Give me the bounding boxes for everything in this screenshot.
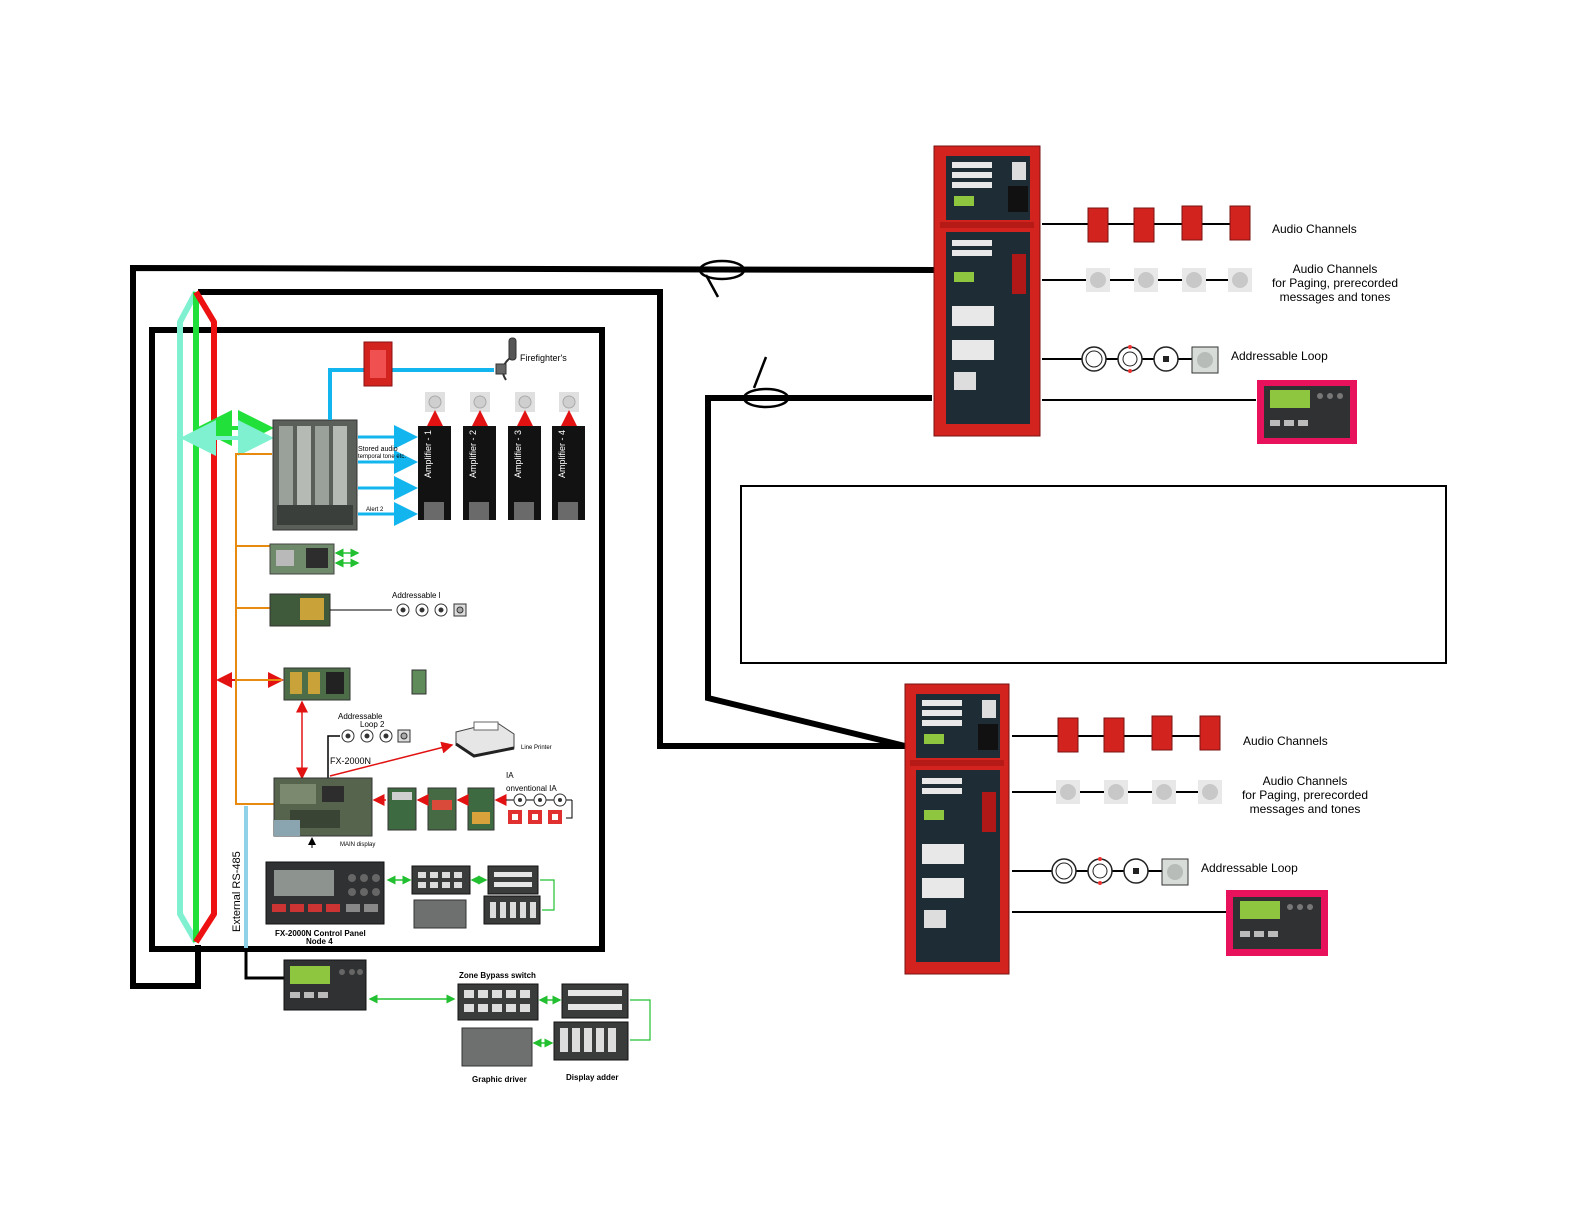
main-to-printer-arrow (329, 741, 454, 777)
bottom-addressable-loop-label: Addressable Loop (1201, 861, 1298, 875)
internal-bus-orange (235, 453, 282, 805)
node4-annunciators (386, 865, 555, 929)
alert2-label: Alert 2 (366, 507, 384, 513)
firefighter-phone-icon (495, 337, 517, 381)
bottom-audio-paging-label-1: Audio Channels (1263, 774, 1348, 788)
main-cpu-board (273, 777, 373, 837)
backbone-bus (177, 290, 217, 944)
zone-bypass-label: Zone Bypass switch (459, 971, 536, 980)
loop-card-1 (269, 593, 392, 627)
top-audio-paging-label-2: for Paging, prerecorded (1272, 276, 1398, 290)
line-printer-icon (455, 721, 515, 758)
bottom-audio-paging-label-2: for Paging, prerecorded (1242, 788, 1368, 802)
loop-card-2 (283, 667, 427, 701)
stored-audio-label-2: temporal tone etc. (358, 454, 406, 460)
remote-annunciator-keypad (283, 959, 367, 1011)
bottom-addressable-loop-devices (1012, 857, 1189, 886)
top-remote-annunciator (1257, 380, 1357, 444)
loop2-devices (341, 729, 411, 743)
panel-title-2: Node 4 (306, 937, 333, 946)
bottom-remote-annunciator (1226, 890, 1328, 956)
addressable-loop2-label-b: Loop 2 (360, 720, 385, 729)
external-rs485-label: External RS-485 (231, 851, 243, 932)
amplifier-3-label: Amplifier - 3 (513, 430, 523, 478)
expansion-cards (387, 787, 495, 831)
bottom-audio-paging-label-3: messages and tones (1250, 802, 1361, 816)
node-panel-bottom (904, 683, 1010, 975)
display-adder-label: Display adder (566, 1073, 618, 1082)
addressable-1-label: Addressable l (392, 591, 441, 600)
audio-card-chassis (272, 419, 358, 531)
bottom-audio-channels (1012, 715, 1221, 753)
firefighter-link (328, 368, 494, 420)
conventional-devices (506, 793, 573, 824)
panel-title-1: FX-2000N Control Panel (275, 929, 366, 938)
rs485-to-remote (244, 948, 286, 980)
amplifier-2: Amplifier - 2 (463, 392, 496, 520)
amplifier-4: Amplifier - 4 (552, 392, 585, 520)
top-audio-paging-label-1: Audio Channels (1293, 262, 1378, 276)
line-printer-label: Line Printer (521, 745, 552, 751)
wire-ties (698, 259, 790, 409)
graphic-driver-label: Graphic driver (472, 1075, 527, 1084)
stored-audio-label-1: Stored audio (358, 446, 398, 453)
loop1-devices (396, 603, 467, 617)
top-speakers (1042, 268, 1252, 292)
audio-arrows (358, 425, 418, 526)
control-panel-keypad (265, 861, 385, 925)
amplifier-3: Amplifier - 3 (508, 392, 541, 520)
top-audio-channels-label: Audio Channels (1272, 222, 1357, 236)
amplifier-4-label: Amplifier - 4 (557, 430, 567, 478)
main-display-label: MAIN display (340, 842, 375, 848)
fx2000n-label: FX-2000N (330, 756, 371, 766)
conventional-label-a: IA (506, 771, 514, 780)
empty-text-box (740, 485, 1447, 664)
network-wiring (130, 264, 937, 989)
remote-annunciators (457, 983, 651, 1067)
top-addressable-loop-devices (1042, 345, 1219, 374)
top-audio-paging-label-3: messages and tones (1280, 290, 1391, 304)
firefighters-label: Firefighter's (520, 353, 567, 363)
amplifier-1: Amplifier - 1 (418, 392, 451, 520)
node-panel-top (933, 145, 1041, 437)
loop2-wiring (327, 735, 340, 778)
firefighter-call-box (363, 341, 393, 387)
node4-frame (149, 327, 605, 952)
network-card (269, 543, 360, 575)
bottom-audio-channels-label: Audio Channels (1243, 734, 1328, 748)
amplifier-2-label: Amplifier - 2 (468, 430, 478, 478)
top-audio-channels (1042, 205, 1251, 243)
amplifier-1-label: Amplifier - 1 (423, 430, 433, 478)
conventional-label-b: onventional IA (506, 784, 557, 793)
top-addressable-loop-label: Addressable Loop (1231, 349, 1328, 363)
bottom-speakers (1012, 780, 1222, 804)
addressable-loop2-label-a: Addressable (338, 712, 383, 721)
